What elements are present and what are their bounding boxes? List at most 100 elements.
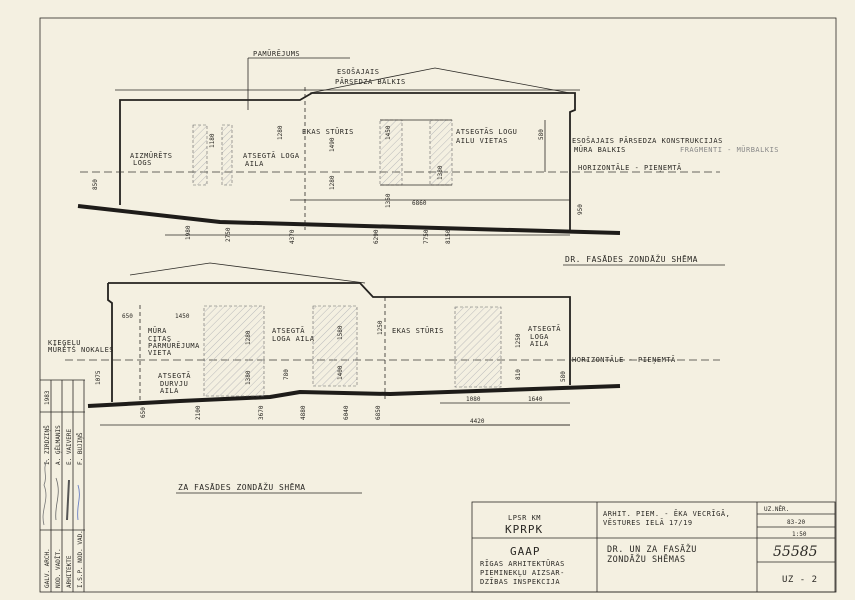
title-block: LPSR KM KPRPK GAAP RĪGAS ARHITEKTŪRAS PI… [471,501,836,593]
signature-scribble [55,477,59,521]
org-line: RĪGAS ARHITEKTŪRAS [480,559,565,568]
bottom-gable-line [129,262,366,284]
signature-scribble [66,479,70,521]
dim: 4420 [470,418,485,425]
dim: 650 [122,313,133,320]
dim: 1250 [515,333,522,348]
order-number: 83-20 [787,519,805,526]
dim: 6040 [343,405,350,420]
label-fragment: FRAGMENTI - MŪRBALKIS [680,145,779,154]
dim: 4880 [300,405,307,420]
sig-role: I.S.P. NOD. VAD. [77,530,84,588]
dim: 8150 [445,229,452,244]
project-name: ARHIT. PIEM. - ĒKA VECRĪGĀ, [603,509,730,518]
label-wall-3: PĀRMŪRĒJUMA [148,341,200,350]
org-lpsr: LPSR KM [508,514,541,522]
label-horizontal: HORIZONTĀLE - PIEŅEMTĀ [578,163,682,173]
dim: 1980 [185,225,192,240]
sheet-title-2: ZONDĀŽU SHĒMAS [607,553,686,565]
dim: 2100 [195,405,202,420]
dim: 1350 [385,193,392,208]
scale: 1:50 [792,531,807,538]
label-horizontal: HORIZONTĀLE - PIEŅEMTĀ [572,355,676,365]
bottom-door-opening [203,305,265,397]
top-elevation-title: DR. FASĀDES ZONDĀŽU SHĒMA [565,253,698,264]
label-corner: EKAS STŪRIS [392,326,444,335]
label-pamurejums: PAMŪRĒJUMS [253,49,300,58]
label-beam-2: PĀRSEDZA BALKIS [335,77,406,86]
dim: 950 [577,204,584,215]
dim: 1400 [337,365,344,380]
dim: 1280 [245,330,252,345]
dim: 1075 [95,370,102,385]
label-niche: AIZMŪRĒTS [130,151,172,160]
org-kprpk: KPRPK [505,523,543,536]
label-beam-right-2: MŪRA BALKIS [574,145,626,154]
top-building-outline [119,92,576,230]
sig-role: GALV. ARCH. [44,548,51,588]
bottom-elevation: 650 1450 MŪRA CITAS PĀRMŪRĒJUMA VIETA KI… [48,262,720,494]
dim: 7750 [423,229,430,244]
label-beam-right: ESOŠAJAIS PĀRSEDZA KONSTRUKCIJAS [572,136,723,145]
label-wall-4: VIETA [148,349,172,357]
sheet-number: UZ - 2 [782,575,818,585]
label-corner: EKAS STŪRIS [302,127,354,136]
dim: 3670 [258,405,265,420]
label-open-window-2: AILA [245,160,264,168]
dim: 850 [92,179,99,190]
bottom-window-mid [312,305,358,387]
label-beam: ESOŠAJAIS [337,67,379,76]
label-exposed-windows: ATSEGTĀS LOGU [456,127,517,136]
dim: 1250 [377,320,384,335]
org-line: DZĪBAS INSPEKCIJA [480,577,560,586]
label-window-right-3: AILA [530,340,549,348]
bottom-elevation-title: ZA FASĀDES ZONDĀŽU SHĒMA [178,481,306,492]
dim: 1640 [528,396,543,403]
sig-name: E. VAIVERE [66,428,73,465]
project-address: VĒSTURES IELĀ 17/19 [603,518,693,527]
top-gable-line [309,67,571,94]
dim: 780 [283,369,290,380]
label-door-2: DURVJU [160,380,188,388]
dim: 1280 [277,125,284,140]
dim: 2750 [225,227,232,242]
dim: 6290 [373,229,380,244]
dim: 1380 [245,370,252,385]
org-gaap: GAAP [510,545,541,558]
sheet-frame [39,17,837,593]
dim: 1450 [385,125,392,140]
dim: 650 [140,407,147,418]
label-open-window: ATSEGTĀ LOGA [243,151,300,160]
dim: 1280 [329,175,336,190]
top-open-window [221,124,233,186]
dim: 4370 [289,229,296,244]
label-door-3: AILA [160,387,179,395]
sig-date: 1983 [44,390,51,405]
label-plinth: KIEĢEĻU [48,339,81,348]
archive-number: 55585 [773,544,818,560]
bottom-ground-line [87,384,621,408]
dim: 580 [538,129,545,140]
top-elevation: PAMŪRĒJUMS ESOŠAJAIS PĀRSEDZA BALKIS AIZ… [77,49,779,266]
order-label: UZ.NĒR. [764,506,789,513]
label-window-mid: ATSEGTĀ [272,326,305,335]
dim: 1380 [437,165,444,180]
org-line: PIEMINEKĻU AIZSAR- [480,569,565,578]
dim: 1580 [337,325,344,340]
label-exposed-windows-2: AILU VIETAS [456,137,508,145]
sig-name: A. ĢĒLMANIS [55,425,62,465]
top-ground-line [77,204,621,235]
sig-name: I. ZIRDZIŅŠ [44,425,51,465]
label-window-right: ATSEGTĀ [528,324,561,333]
label-wall-2: CITAS [148,335,172,343]
dim: 1450 [175,313,190,320]
bottom-building-outline [108,282,571,385]
dim: 6860 [412,200,427,207]
signature-blue [77,484,80,521]
label-window-right-2: LOGA [530,333,549,341]
top-niche [192,124,208,186]
label-plinth-2: MŪRĒTS NOKALES [48,345,114,354]
sig-role: ARHITEKTE [66,555,73,588]
